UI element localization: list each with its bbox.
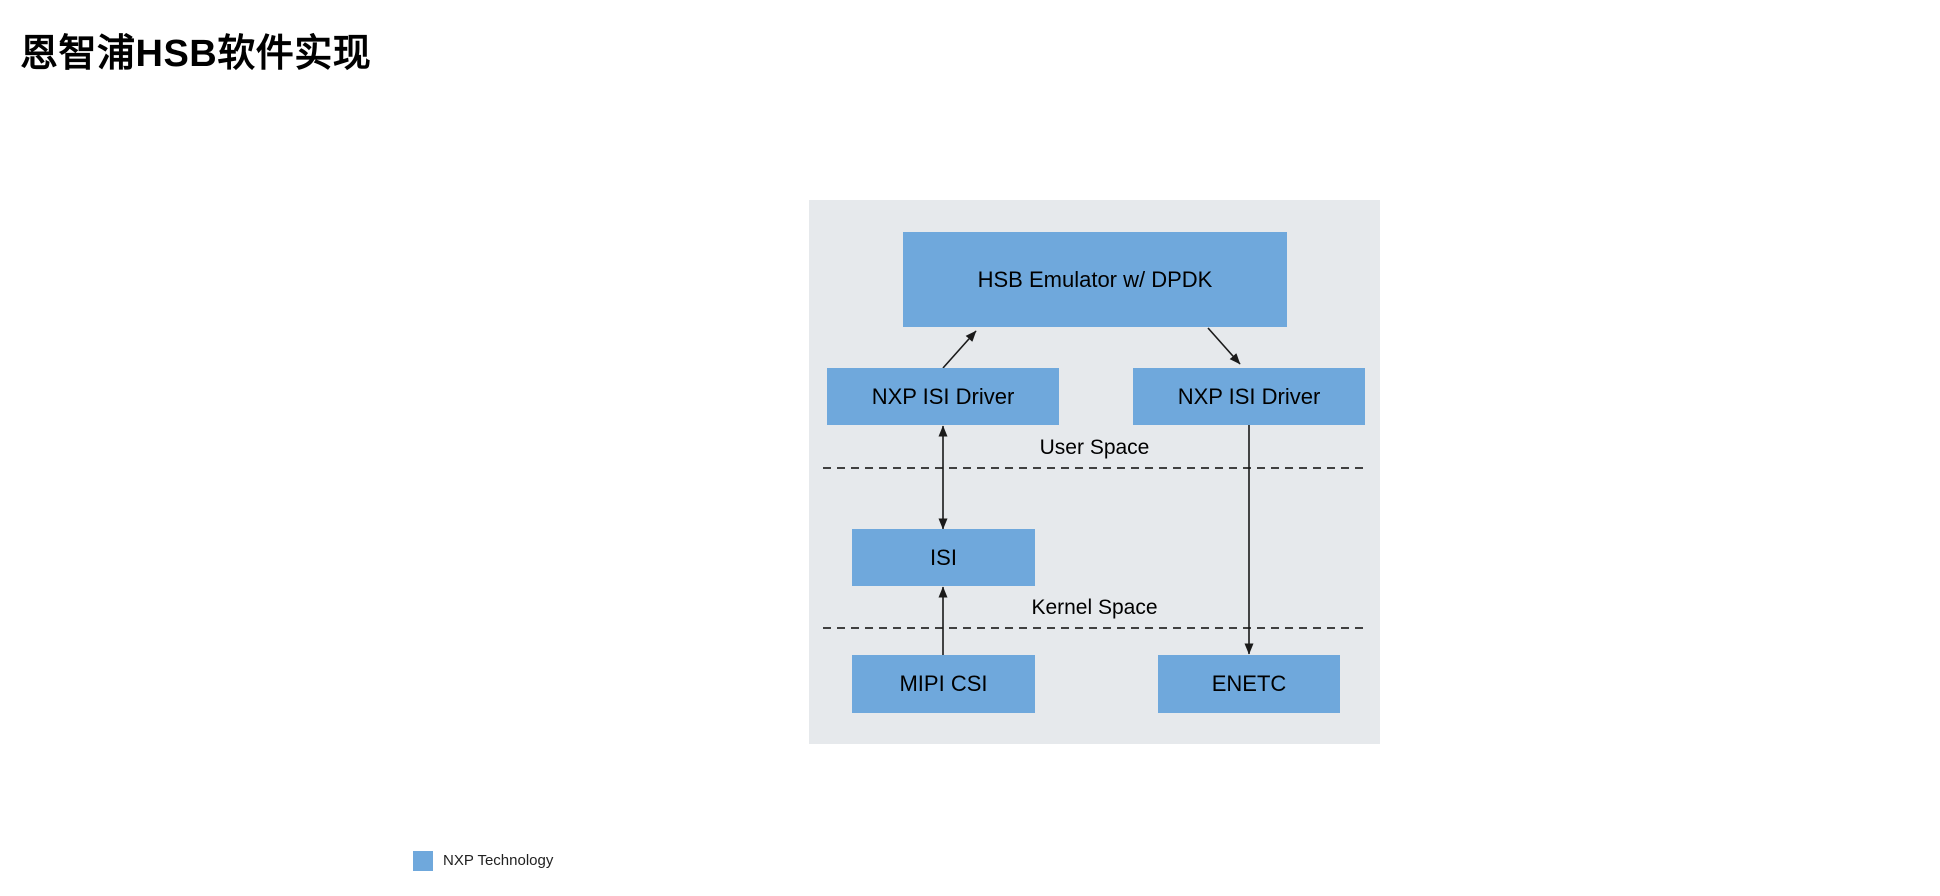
legend-label-nxp-technology: NXP Technology [443, 852, 554, 869]
node-enetc: ENETC [1158, 655, 1340, 713]
page-title: 恩智浦HSB软件实现 [20, 33, 372, 75]
node-nxp-isi-driver-left: NXP ISI Driver [827, 368, 1059, 425]
legend-swatch-nxp-technology [413, 851, 433, 871]
node-mipi-csi: MIPI CSI [852, 655, 1035, 713]
edge-driverL-to-hsb [942, 330, 977, 369]
node-nxp-isi-driver-right: NXP ISI Driver [1133, 368, 1365, 425]
node-mipi-csi-label: MIPI CSI [899, 671, 988, 696]
user-space-label: User Space [1039, 436, 1150, 459]
node-nxp-isi-driver-right-label: NXP ISI Driver [1177, 383, 1321, 409]
node-enetc-label: ENETC [1211, 671, 1287, 696]
edge-hsb-to-driverR [1207, 327, 1241, 365]
node-hsb-emulator: HSB Emulator w/ DPDK [903, 232, 1287, 327]
node-hsb-emulator-label: HSB Emulator w/ DPDK [977, 266, 1213, 292]
node-nxp-isi-driver-left-label: NXP ISI Driver [871, 383, 1015, 409]
legend: NXP Technology [413, 851, 553, 871]
node-isi-label: ISI [930, 544, 957, 570]
node-isi: ISI [852, 529, 1035, 586]
kernel-space-label: Kernel Space [1031, 596, 1158, 619]
connector-layer [823, 327, 1366, 655]
architecture-panel: HSB Emulator w/ DPDK NXP ISI Driver NXP … [809, 200, 1380, 744]
